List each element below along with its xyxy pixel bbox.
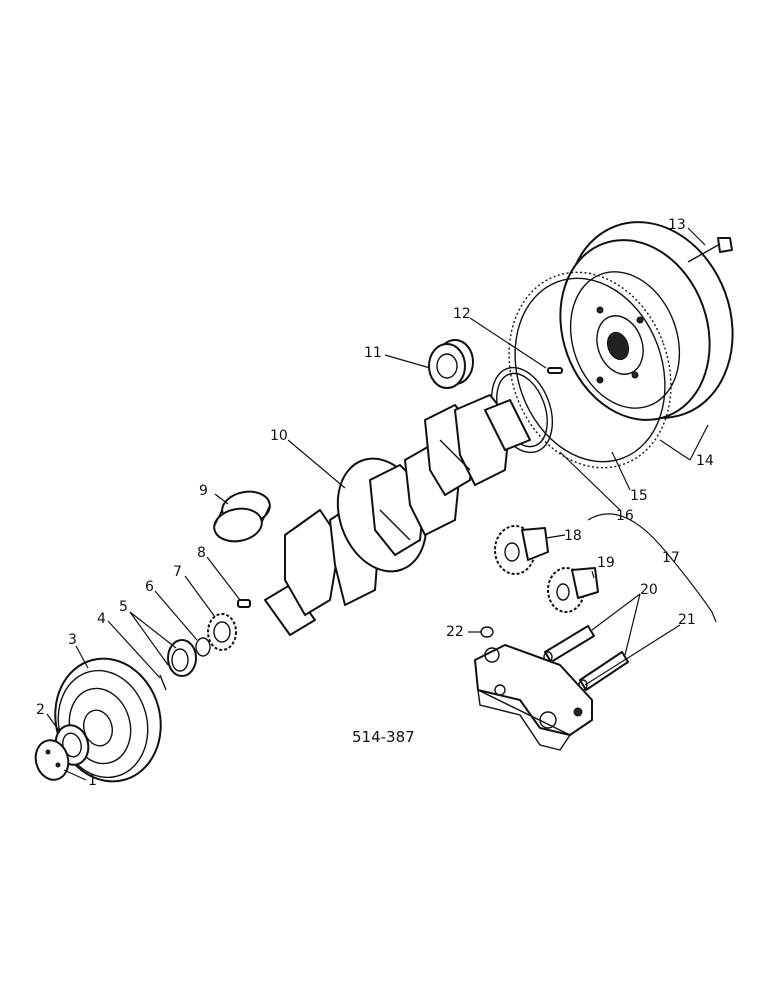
idler-gear-18 — [494, 525, 549, 575]
callout-5: 5 — [119, 599, 128, 615]
crankshaft — [264, 394, 531, 636]
thrust-bearing — [428, 339, 474, 389]
crankshaft-gear — [207, 613, 237, 651]
main-bearing-shell — [213, 490, 271, 543]
idler-bracket — [474, 644, 593, 751]
o-ring — [480, 626, 494, 638]
callout-21: 21 — [678, 612, 696, 628]
callout-12: 12 — [453, 306, 471, 322]
callout-20: 20 — [640, 582, 658, 598]
pulley-washer — [34, 739, 70, 781]
callout-9: 9 — [199, 483, 208, 499]
flywheel-bolt — [687, 237, 733, 263]
callout-4: 4 — [97, 611, 106, 627]
callout-6: 6 — [145, 579, 154, 595]
dowel-pin — [547, 367, 563, 374]
callout-15: 15 — [630, 488, 648, 504]
callout-3: 3 — [68, 632, 77, 648]
leader-lines — [46, 227, 709, 781]
callout-11: 11 — [364, 345, 382, 361]
key-pin — [159, 674, 167, 691]
callout-16: 16 — [616, 508, 634, 524]
idler-gear-19 — [547, 567, 599, 613]
callout-2: 2 — [36, 702, 45, 718]
callout-8: 8 — [197, 545, 206, 561]
callout-18: 18 — [564, 528, 582, 544]
callout-labels: 1 2 3 4 5 6 7 8 9 10 11 12 13 14 15 16 1… — [36, 217, 714, 789]
callout-10: 10 — [270, 428, 288, 444]
callout-22: 22 — [446, 624, 464, 640]
oil-slinger — [167, 639, 197, 677]
reference-code: 514-387 — [352, 728, 415, 746]
callout-14: 14 — [696, 453, 714, 469]
callout-7: 7 — [173, 564, 182, 580]
callout-19: 19 — [597, 555, 615, 571]
woodruff-key — [237, 599, 251, 608]
spacer-ring — [195, 637, 211, 657]
flywheel — [559, 221, 734, 421]
callout-17: 17 — [662, 550, 680, 566]
ring-gear — [508, 271, 672, 469]
group-brace-17 — [587, 513, 717, 623]
callout-1: 1 — [88, 773, 97, 789]
callout-13: 13 — [668, 217, 686, 233]
